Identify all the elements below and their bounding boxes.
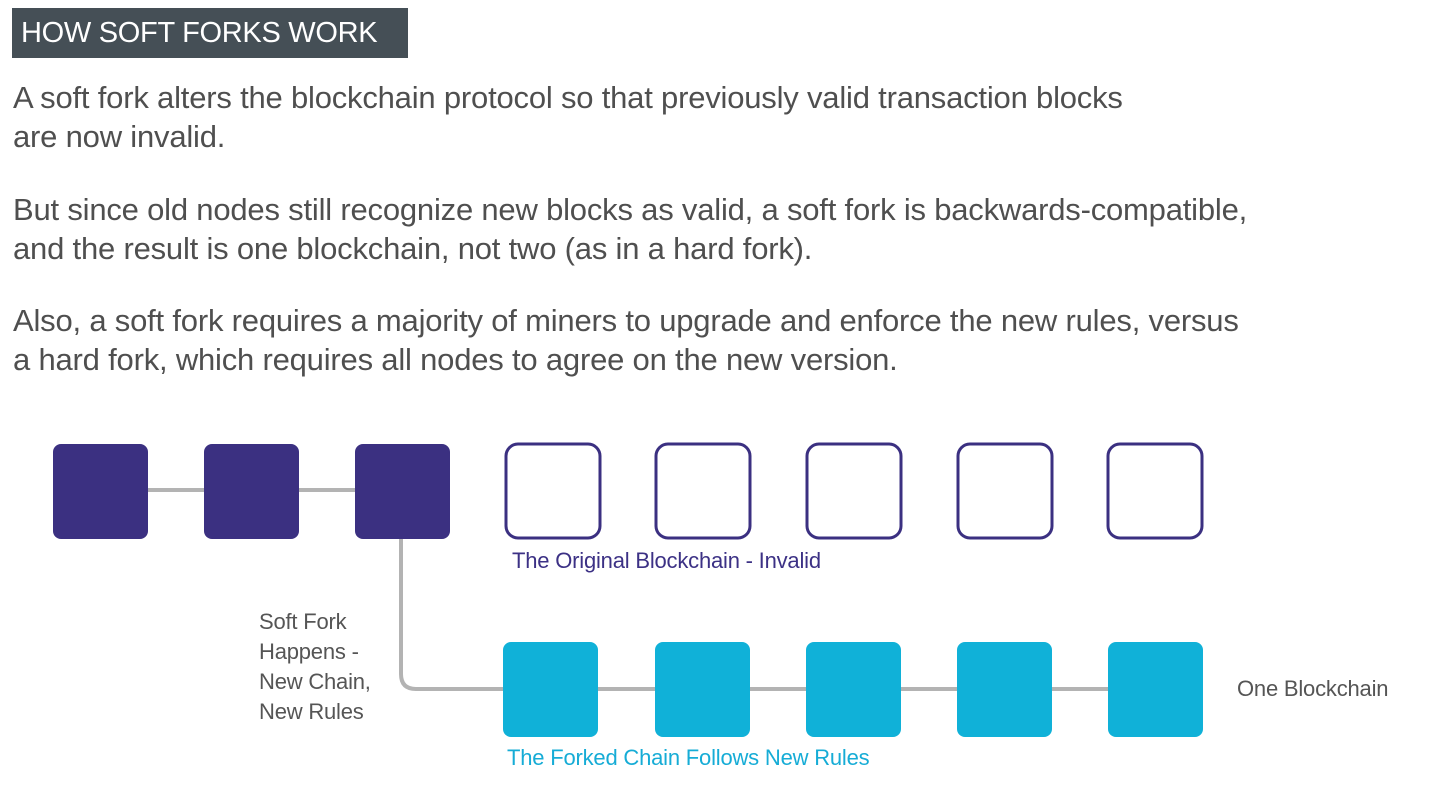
forked-block	[806, 642, 901, 737]
original-block-invalid	[504, 442, 602, 540]
paragraph-line: and the result is one blockchain, not tw…	[13, 231, 813, 266]
forked-block	[655, 642, 750, 737]
soft-fork-label-line: Soft Fork	[259, 609, 347, 634]
forked-block	[957, 642, 1052, 737]
soft-fork-label-line: New Rules	[259, 699, 364, 724]
soft-fork-label: Soft Fork Happens - New Chain, New Rules	[259, 607, 371, 727]
fork-connector	[399, 537, 1110, 691]
original-block-valid	[53, 444, 148, 539]
original-block-valid	[204, 444, 299, 539]
paragraph-line: Also, a soft fork requires a majority of…	[13, 303, 1239, 338]
paragraph-miners-majority: Also, a soft fork requires a majority of…	[13, 301, 1239, 379]
original-block-valid	[355, 444, 450, 539]
original-block-invalid	[956, 442, 1054, 540]
paragraph-line: A soft fork alters the blockchain protoc…	[13, 80, 1123, 115]
paragraph-backwards-compatible: But since old nodes still recognize new …	[13, 190, 1247, 268]
forked-block	[1108, 642, 1203, 737]
paragraph-soft-fork-definition: A soft fork alters the blockchain protoc…	[13, 78, 1123, 156]
forked-chain-label: The Forked Chain Follows New Rules	[507, 745, 870, 770]
section-title: HOW SOFT FORKS WORK	[12, 8, 408, 58]
soft-fork-label-line: New Chain,	[259, 669, 371, 694]
original-chain-label: The Original Blockchain - Invalid	[512, 548, 821, 573]
original-block-invalid	[805, 442, 903, 540]
soft-fork-label-line: Happens -	[259, 639, 359, 664]
forked-block	[503, 642, 598, 737]
original-block-invalid	[1106, 442, 1204, 540]
paragraph-line: But since old nodes still recognize new …	[13, 192, 1248, 227]
paragraph-line: a hard fork, which requires all nodes to…	[13, 342, 898, 377]
original-block-invalid	[654, 442, 752, 540]
paragraph-line: are now invalid.	[13, 119, 226, 154]
one-blockchain-label: One Blockchain	[1237, 676, 1389, 701]
